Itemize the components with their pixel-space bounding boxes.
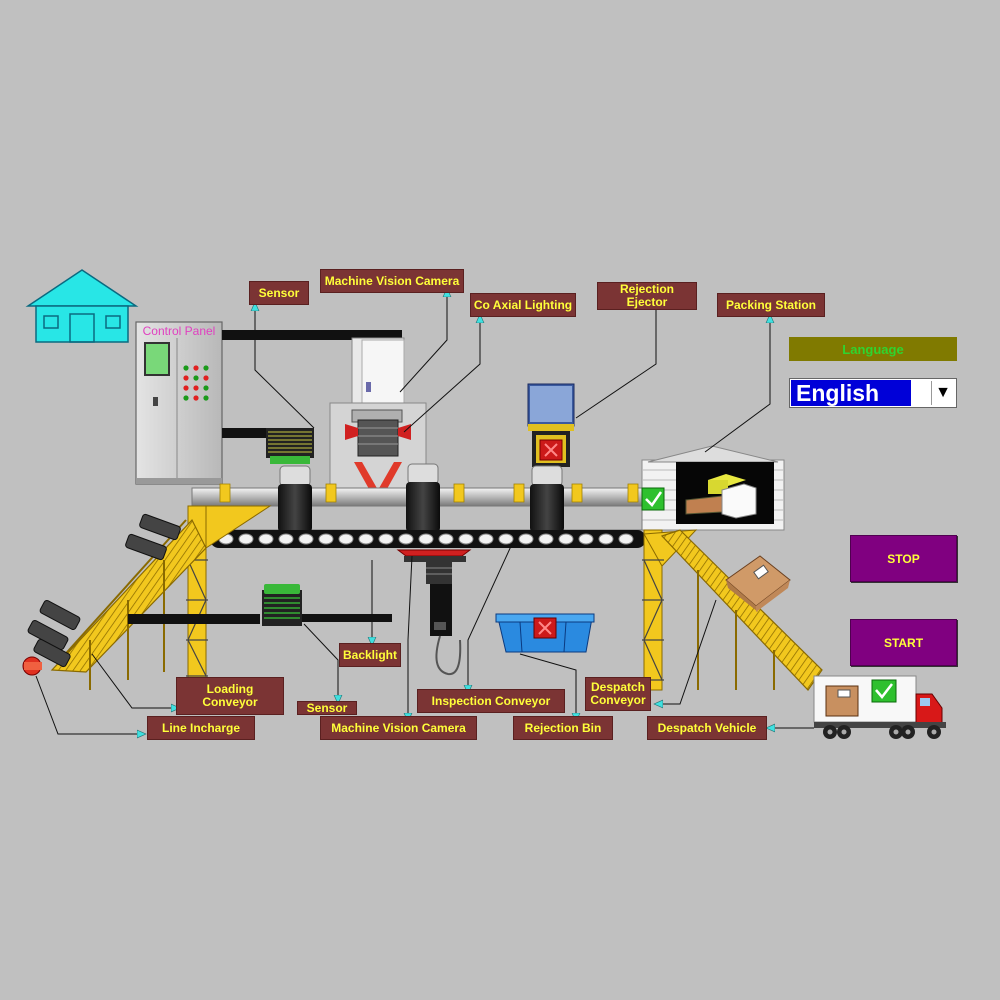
despatch-vehicle-truck (813, 675, 946, 739)
bottom-sensor (262, 584, 302, 626)
conveyor-roller (498, 533, 514, 545)
conveyor-roller (258, 533, 274, 545)
label-despatch-vehicle[interactable]: Despatch Vehicle (647, 716, 767, 740)
label-despatch-conveyor[interactable]: Despatch Conveyor (585, 677, 651, 711)
label-rejection-ejector[interactable]: Rejection Ejector (597, 282, 697, 310)
label-rejection-bin[interactable]: Rejection Bin (513, 716, 613, 740)
conveyor-roller (518, 533, 534, 545)
top-sensor (266, 428, 314, 464)
bottle (278, 465, 312, 532)
bottle (406, 463, 440, 532)
conveyor-roller (398, 533, 414, 545)
language-selected-value[interactable]: English (791, 380, 911, 406)
rejection-ejector (527, 383, 575, 467)
line-incharge-scanner (27, 513, 181, 668)
conveyor-roller (378, 533, 394, 545)
conveyor-roller (298, 533, 314, 545)
start-button[interactable]: START (850, 619, 957, 666)
conveyor-roller (558, 533, 574, 545)
conveyor-roller (318, 533, 334, 545)
stop-button[interactable]: STOP (850, 535, 957, 582)
conveyor-roller (418, 533, 434, 545)
conveyor-roller (358, 533, 374, 545)
home-icon[interactable] (25, 269, 139, 343)
packing-station (641, 445, 785, 531)
control-panel-title: Control Panel (142, 323, 216, 338)
conveyor-roller (338, 533, 354, 545)
checkmark-icon (641, 487, 665, 511)
line-incharge-motor (22, 656, 42, 676)
conveyor-roller (458, 533, 474, 545)
conveyor-roller (278, 533, 294, 545)
control-panel-cabinet[interactable] (135, 321, 223, 485)
language-select[interactable]: English ▼ (789, 378, 957, 408)
conveyor-roller (618, 533, 634, 545)
language-label: Language (789, 337, 957, 361)
conveyor-roller (598, 533, 614, 545)
label-loading-conveyor[interactable]: Loading Conveyor (176, 677, 284, 715)
label-line-incharge[interactable]: Line Incharge (147, 716, 255, 740)
label-machine-vision-camera-top[interactable]: Machine Vision Camera (320, 269, 464, 293)
dropdown-arrow-icon[interactable]: ▼ (931, 381, 954, 405)
bottom-camera (426, 562, 462, 676)
bottle (530, 465, 564, 532)
label-inspection-conveyor[interactable]: Inspection Conveyor (417, 689, 565, 713)
conveyor-roller (578, 533, 594, 545)
label-backlight[interactable]: Backlight (339, 643, 401, 667)
label-packing-station[interactable]: Packing Station (717, 293, 825, 317)
label-co-axial-lighting[interactable]: Co Axial Lighting (470, 293, 576, 317)
label-sensor-top[interactable]: Sensor (249, 281, 309, 305)
conveyor-roller (538, 533, 554, 545)
rejection-bin (495, 613, 595, 653)
conveyor-roller (478, 533, 494, 545)
backlight (396, 549, 472, 562)
conveyor-roller (238, 533, 254, 545)
conveyor-roller (438, 533, 454, 545)
label-machine-vision-camera-bottom[interactable]: Machine Vision Camera (320, 716, 477, 740)
label-sensor-bottom[interactable]: Sensor (297, 701, 357, 715)
